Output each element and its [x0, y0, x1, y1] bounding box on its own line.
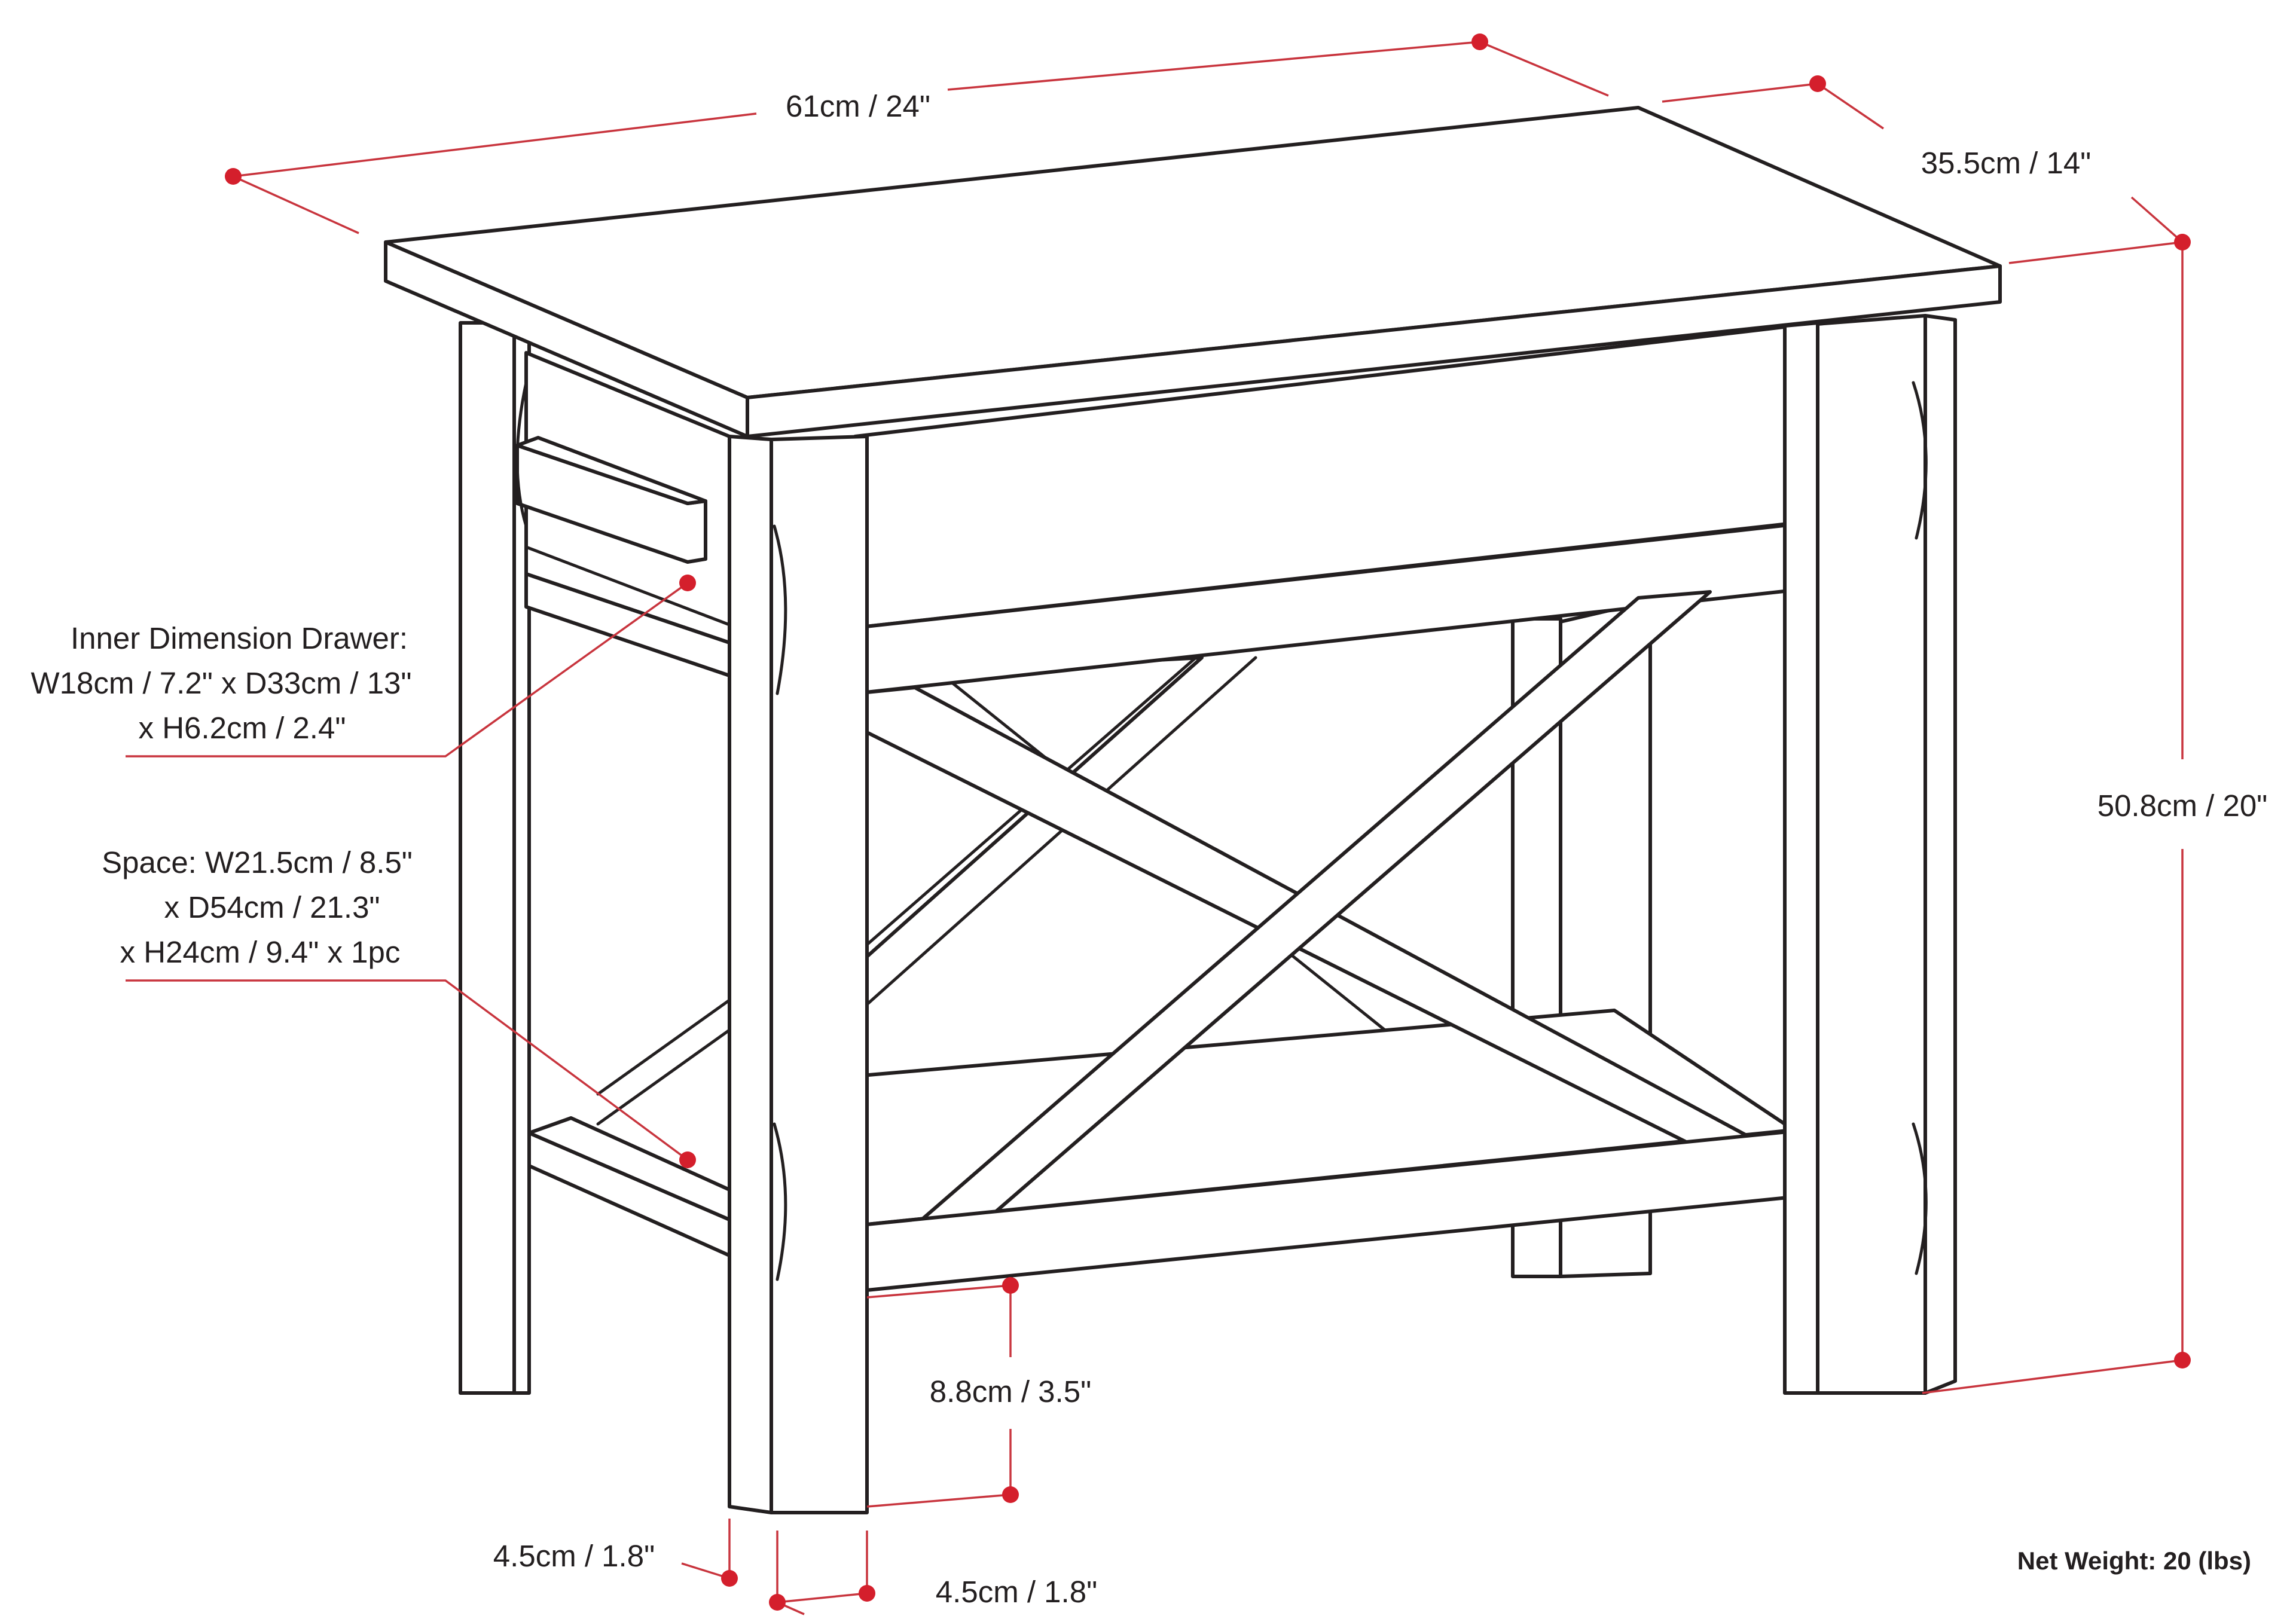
net-weight-label: Net Weight: 20 (lbs)	[2017, 1547, 2251, 1575]
leg-width-front-label: 4.5cm / 1.8"	[936, 1575, 1097, 1609]
shelf-label-line2: x D54cm / 21.3"	[164, 890, 380, 924]
shelf-label-line1: Space: W21.5cm / 8.5"	[102, 845, 413, 879]
drawer-label-line1: Inner Dimension Drawer:	[71, 621, 408, 655]
drawer-label-line3: x H6.2cm / 2.4"	[139, 711, 346, 745]
back-left-leg	[459, 321, 516, 1395]
dimension-lines	[126, 33, 2191, 1615]
width-label: 61cm / 24"	[786, 89, 930, 123]
shelf-label-line3: x H24cm / 9.4" x 1pc	[120, 935, 401, 969]
depth-label: 35.5cm / 14"	[1921, 146, 2092, 180]
end-table-drawing	[384, 106, 2002, 1514]
dimension-labels: 61cm / 24" 35.5cm / 14" 50.8cm / 20" 8.8…	[30, 89, 2267, 1609]
drawer-label-line2: W18cm / 7.2" x D33cm / 13"	[30, 666, 411, 700]
height-label: 50.8cm / 20"	[2097, 789, 2268, 823]
front-right-leg	[1783, 321, 1819, 1395]
clearance-label: 8.8cm / 3.5"	[930, 1374, 1091, 1409]
leg-width-side-label: 4.5cm / 1.8"	[493, 1539, 655, 1573]
front-left-leg	[728, 435, 773, 1514]
